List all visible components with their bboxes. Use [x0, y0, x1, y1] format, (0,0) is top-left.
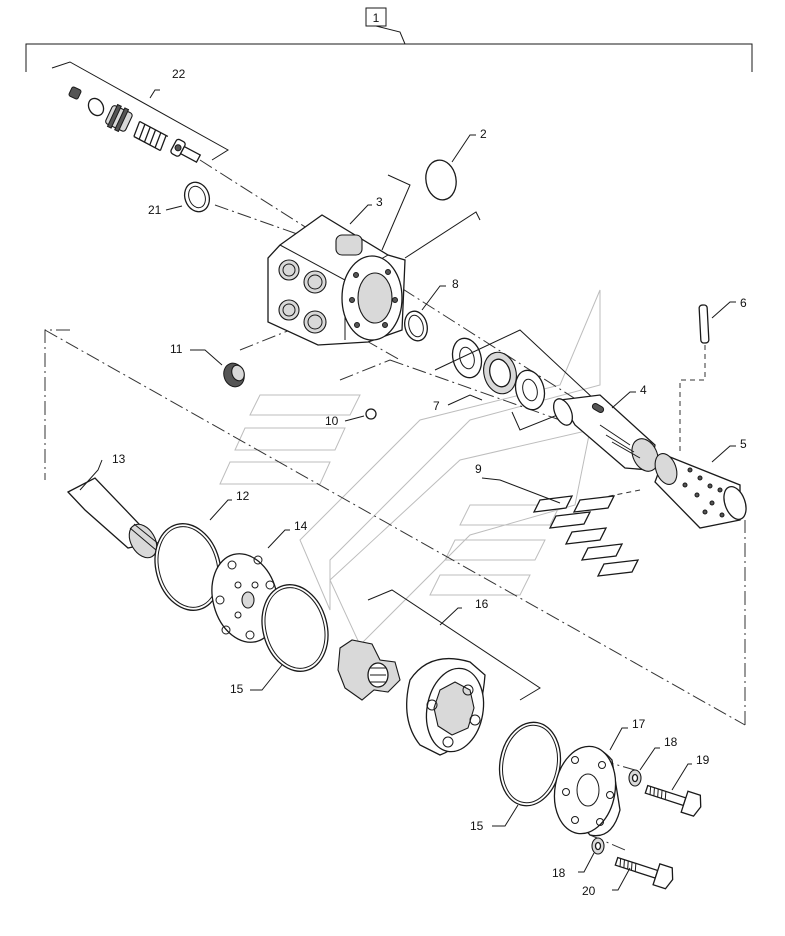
callout-19: 19	[696, 753, 710, 767]
callout-15-lower: 15	[470, 819, 484, 833]
callout-2: 2	[480, 127, 487, 141]
callout-8: 8	[452, 277, 459, 291]
part-4-spool: 4	[552, 383, 659, 472]
callout-16: 16	[475, 597, 489, 611]
part-20-bolt: 20	[582, 856, 674, 898]
callout-21: 21	[148, 203, 162, 217]
callout-15-upper: 15	[230, 682, 244, 696]
callout-10: 10	[325, 414, 339, 428]
callout-20: 20	[582, 884, 596, 898]
part-18-washer-lower: 18	[552, 837, 605, 880]
part-8-seal: 8	[404, 277, 459, 342]
callout-12: 12	[236, 489, 250, 503]
part-18-washer-upper: 18	[628, 735, 678, 787]
part-9-springs: 9	[475, 462, 640, 577]
part-15-o-ring-upper: 15	[230, 584, 329, 696]
part-3-housing: 3	[267, 174, 481, 346]
callout-11: 11	[170, 342, 183, 356]
part-11-plug: 11	[170, 342, 245, 388]
callout-14: 14	[294, 519, 308, 533]
part-19-bolt: 19	[644, 753, 710, 817]
part-2-o-ring: 2	[425, 127, 487, 201]
assembly-bracket: 1	[25, 7, 753, 72]
part-5-sleeve: 5	[654, 437, 747, 529]
part-17-end-cap: 17	[553, 717, 646, 837]
part-7-bearing: 7	[433, 329, 596, 431]
callout-3: 3	[376, 195, 383, 209]
callout-6: 6	[740, 296, 747, 310]
callout-13: 13	[112, 452, 126, 466]
part-13-drive-shaft: 13	[66, 452, 161, 559]
callout-22: 22	[172, 67, 186, 81]
part-12-o-ring: 12	[154, 489, 250, 611]
callout-4: 4	[640, 383, 647, 397]
part-15-o-ring-lower: 15	[470, 721, 562, 833]
part-6-pin: 6	[698, 296, 747, 344]
part-21-seal: 21	[148, 181, 211, 217]
assembly-label: 1	[373, 11, 380, 25]
callout-17: 17	[632, 717, 646, 731]
callout-18-upper: 18	[664, 735, 678, 749]
callout-5: 5	[740, 437, 747, 451]
part-22-relief-valve: 22	[51, 61, 229, 163]
callout-18-lower: 18	[552, 866, 566, 880]
callout-9: 9	[475, 462, 482, 476]
part-10-ball: 10	[325, 408, 377, 428]
part-16-gerotor: 16	[337, 589, 541, 756]
callout-7: 7	[433, 399, 440, 413]
